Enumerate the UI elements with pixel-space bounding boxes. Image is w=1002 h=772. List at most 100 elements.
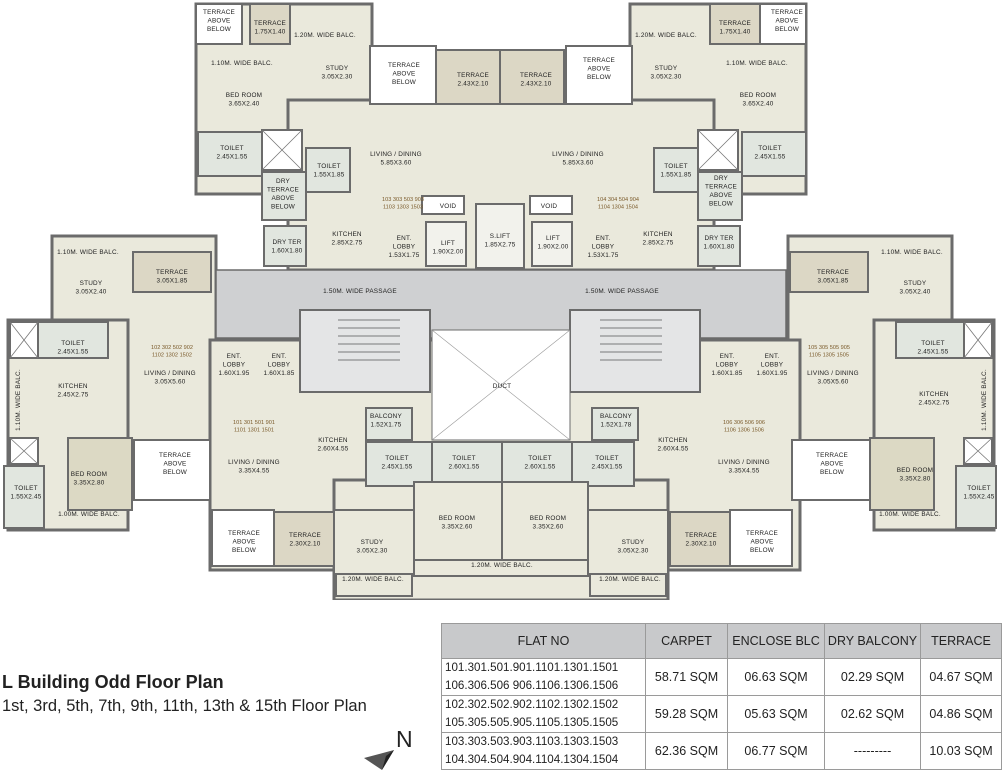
room-label: 1.20M. WIDE BALC. bbox=[294, 32, 356, 39]
lift-left bbox=[425, 221, 467, 267]
terrace-5 bbox=[565, 45, 633, 105]
terrace-14 bbox=[669, 511, 731, 567]
table-row: 102.302.502.902.1102.1302.1502 105.305.50… bbox=[441, 695, 1002, 733]
plan-title: L Building Odd Floor Plan bbox=[2, 672, 224, 692]
wet-room-12 bbox=[3, 465, 45, 529]
dry-balcony-cell: --------- bbox=[824, 732, 921, 770]
wet-room-3 bbox=[653, 147, 699, 193]
plan-subtitle: 1st, 3rd, 5th, 7th, 9th, 11th, 13th & 15… bbox=[2, 697, 367, 715]
service-lift bbox=[475, 203, 525, 269]
dry-cross bbox=[697, 129, 739, 171]
bedroom-right bbox=[869, 437, 935, 511]
room-label: 1.20M. WIDE BALC. bbox=[635, 32, 697, 39]
dry-cross bbox=[261, 129, 303, 171]
flat-line: 102.302.502.902.1102.1302.1502 bbox=[445, 698, 619, 711]
study-balc-left bbox=[335, 573, 413, 597]
carpet-cell: 59.28 SQM bbox=[645, 695, 728, 733]
carpet-cell: 58.71 SQM bbox=[645, 658, 728, 696]
room-label: VOID bbox=[440, 203, 457, 210]
flat-line: 105.305.505.905.1105.1305.1505 bbox=[445, 716, 619, 729]
carpet-cell: 62.36 SQM bbox=[645, 732, 728, 770]
room-label: 1.10M. WIDE BALC. bbox=[211, 60, 273, 67]
terrace-0 bbox=[195, 3, 243, 45]
vertical-balcony-label: 1.10M. WIDE BALC. bbox=[981, 369, 988, 431]
area-table: FLAT NO CARPET ENCLOSE BLC DRY BALCONY T… bbox=[441, 623, 1002, 770]
dry-balcony-cell: 02.62 SQM bbox=[824, 695, 921, 733]
wet-room-13 bbox=[955, 465, 997, 529]
terrace-cell: 04.67 SQM bbox=[920, 658, 1002, 696]
terrace-11 bbox=[791, 439, 873, 501]
room-label: 1.00M. WIDE BALC. bbox=[879, 511, 941, 518]
wet-room-15 bbox=[697, 225, 741, 267]
room-label: 1.50M. WIDE PASSAGE bbox=[585, 288, 659, 295]
dry-cross bbox=[9, 321, 39, 359]
area-table-header: FLAT NO CARPET ENCLOSE BLC DRY BALCONY T… bbox=[441, 623, 1002, 659]
room-label: 1.10M. WIDE BALC. bbox=[726, 60, 788, 67]
study-bottom-right bbox=[587, 509, 669, 575]
north-label: N bbox=[396, 726, 413, 752]
void-right bbox=[529, 195, 573, 215]
terrace-2 bbox=[369, 45, 437, 105]
header-dry-balcony: DRY BALCONY bbox=[824, 623, 921, 659]
room-label: VOID bbox=[541, 203, 558, 210]
flat-line: 103.303.503.903.1103.1303.1503 bbox=[445, 735, 619, 748]
room-label: 1.00M. WIDE BALC. bbox=[58, 511, 120, 518]
lift-right bbox=[531, 221, 573, 267]
room-label: 1.10M. WIDE BALC. bbox=[881, 249, 943, 256]
wet-room-1 bbox=[741, 131, 807, 177]
flat-line: 101.301.501.901.1101.1301.1501 bbox=[445, 661, 619, 674]
enclose-cell: 06.77 SQM bbox=[727, 732, 825, 770]
north-arrow-icon bbox=[364, 750, 394, 770]
